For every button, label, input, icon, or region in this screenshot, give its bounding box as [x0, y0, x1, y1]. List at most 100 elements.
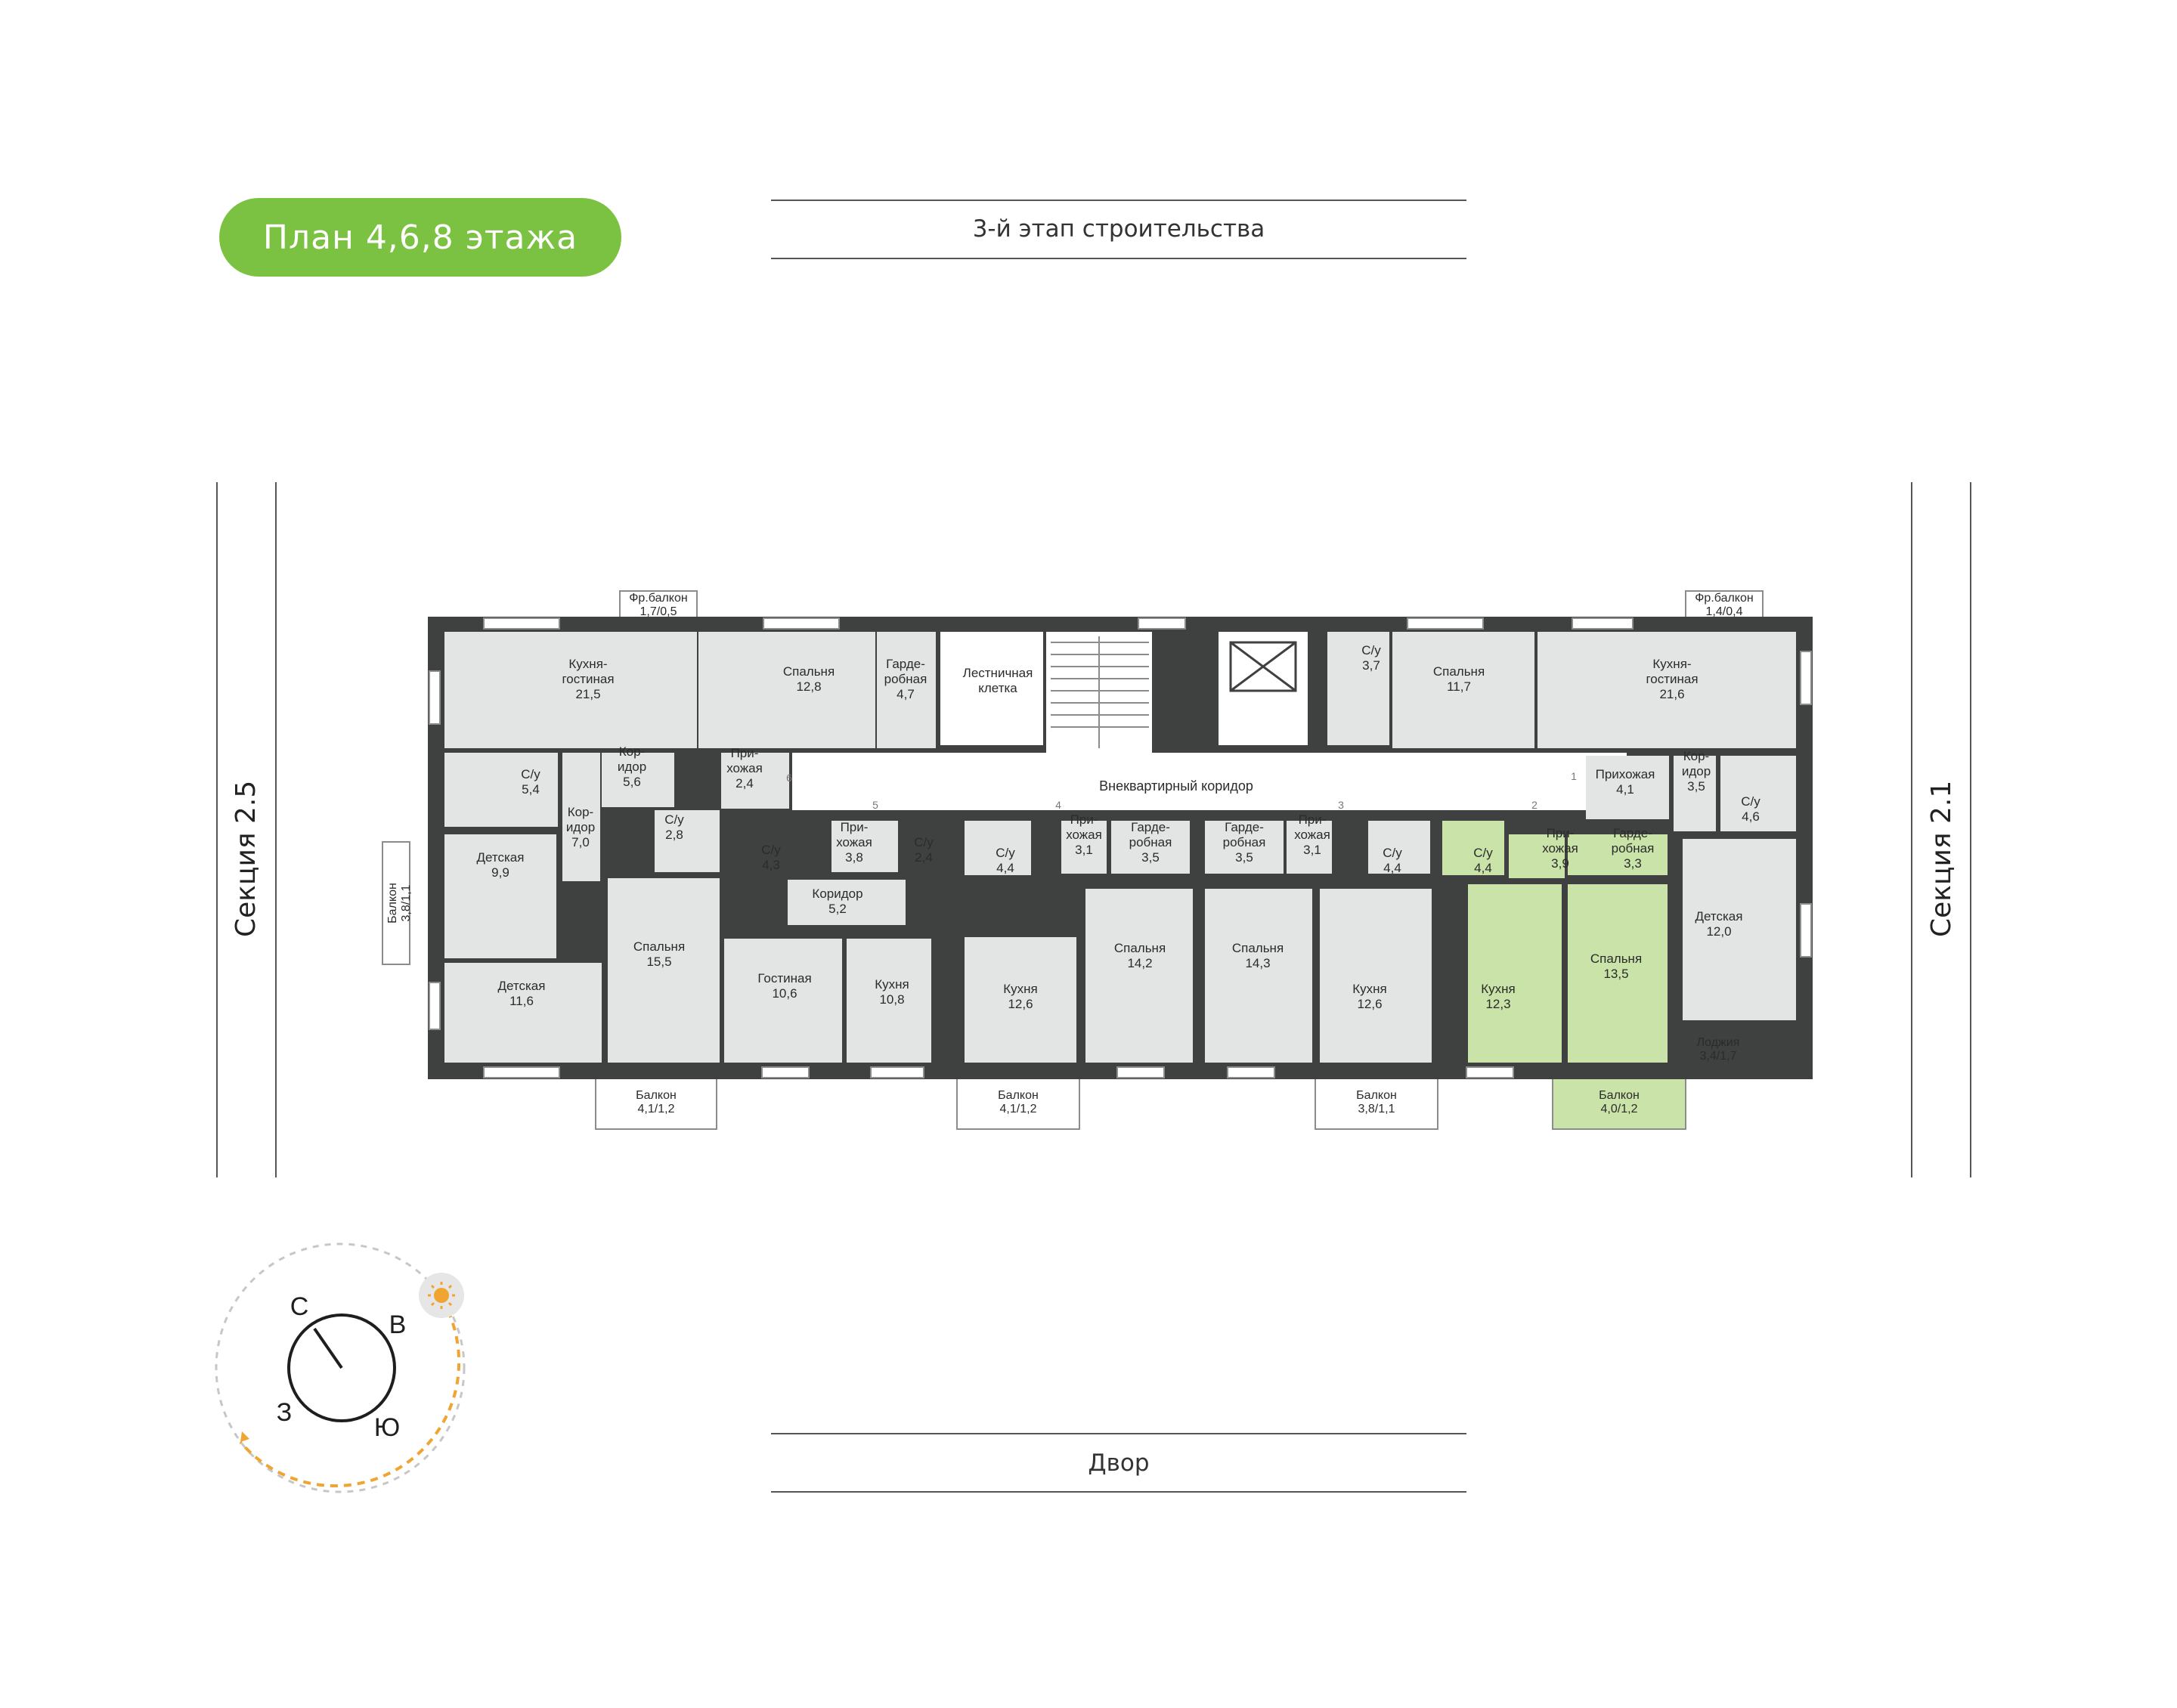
window — [1572, 617, 1634, 630]
section-right-rule-a — [1911, 482, 1912, 1177]
room-fill — [655, 810, 720, 872]
room-fill — [1468, 884, 1562, 1063]
entrance-number: 6 — [786, 772, 792, 784]
room-fill — [788, 880, 906, 925]
room-fill — [965, 937, 1076, 1063]
room-fill — [877, 632, 936, 748]
balcony-outline — [382, 841, 410, 965]
sun-icon — [434, 1288, 449, 1303]
room-fill — [1674, 756, 1716, 831]
room-fill — [1111, 821, 1190, 874]
plan-title-badge: План 4,6,8 этажа — [219, 198, 621, 277]
room-fill — [1586, 756, 1669, 819]
window — [483, 1066, 560, 1078]
window — [1466, 1066, 1514, 1078]
compass-e: В — [389, 1310, 407, 1339]
plan-title: План 4,6,8 этажа — [262, 218, 578, 257]
elevator-shaft — [1229, 641, 1297, 692]
room-fill — [1061, 821, 1107, 874]
room-fill — [965, 821, 1031, 875]
balcony-label: Балкон3,8/1,1 — [386, 883, 413, 924]
room-fill — [562, 753, 600, 881]
room-fill — [1442, 821, 1504, 875]
room-fill — [1509, 834, 1565, 878]
window — [429, 670, 441, 725]
entrance-number: 1 — [1571, 770, 1577, 782]
room-fill — [444, 834, 556, 958]
arrow-head-icon — [240, 1431, 249, 1442]
room-fill — [444, 963, 602, 1063]
room-fill — [940, 632, 1043, 745]
section-left-rule-b — [275, 482, 277, 1177]
orbit-path — [215, 1242, 466, 1493]
bottom-label: Двор — [1088, 1450, 1150, 1477]
window — [1800, 903, 1812, 958]
window — [1116, 1066, 1165, 1078]
entrance-number: 2 — [1531, 799, 1538, 811]
window — [429, 982, 441, 1030]
room-fill — [724, 939, 842, 1063]
room-fill — [1085, 889, 1193, 1063]
window — [483, 617, 560, 630]
entrance-number: 4 — [1055, 799, 1061, 811]
compass-s: Ю — [374, 1413, 400, 1442]
window — [870, 1066, 924, 1078]
room-fill — [1320, 889, 1432, 1063]
window — [1407, 617, 1484, 630]
room-fill — [847, 939, 931, 1063]
section-right-rule-b — [1970, 482, 1971, 1177]
windows — [429, 617, 1812, 1078]
compass: С В З Ю — [215, 1242, 466, 1493]
window — [761, 1066, 810, 1078]
window — [1227, 1066, 1275, 1078]
sun-arc — [239, 1297, 461, 1487]
room-fill — [1538, 632, 1796, 748]
top-label: 3-й этап строительства — [972, 215, 1265, 243]
room-fill — [1205, 889, 1312, 1063]
balcony-outline — [956, 1074, 1080, 1130]
compass-w: З — [277, 1398, 293, 1427]
room-fill — [1683, 839, 1796, 1020]
balcony-outline — [619, 590, 698, 619]
room-fill — [1368, 821, 1430, 874]
corridor-label: Внеквартирный коридор — [1099, 778, 1253, 794]
